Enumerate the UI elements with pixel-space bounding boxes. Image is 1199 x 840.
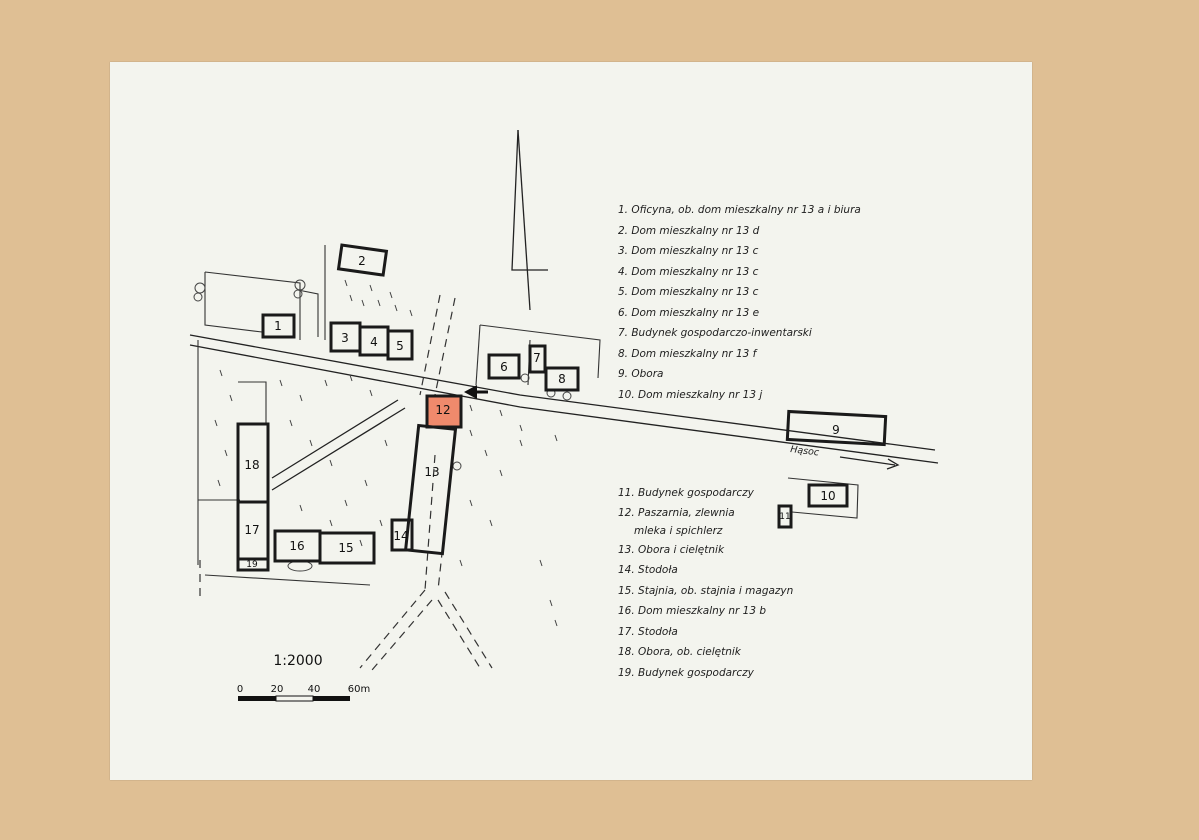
legend-item-17: 17. Stodoła [618, 625, 678, 638]
scale-tick-40: 40 [308, 684, 321, 695]
building-14-label: 14 [393, 529, 408, 543]
building-4-label: 4 [370, 335, 378, 349]
road-direction-arrow-icon [839, 456, 900, 470]
building-13-label: 13 [424, 465, 439, 479]
building-2 [336, 243, 389, 277]
entrance-arrow-icon [464, 385, 488, 399]
building-7 [528, 344, 547, 374]
building-19-label: 19 [246, 560, 258, 570]
building-16 [273, 529, 322, 563]
legend-item-7: 7. Budynek gospodarczo-inwentarski [618, 327, 812, 339]
legend-item-3: 3. Dom mieszkalny nr 13 c [618, 245, 759, 257]
building-6 [487, 353, 521, 380]
legend-item-13: 13. Obora i cielętnik [618, 543, 725, 556]
building-18 [236, 422, 270, 504]
building-11-label: 11 [779, 512, 790, 522]
scale-tick-20: 20 [271, 684, 284, 695]
legend-item-1: 1. Oficyna, ob. dom mieszkalny nr 13 a i… [618, 204, 861, 216]
building-12-label: 12 [435, 403, 450, 417]
building-5 [386, 329, 414, 361]
building-5-label: 5 [396, 339, 404, 353]
scale-segment-2 [275, 695, 314, 702]
building-15-label: 15 [338, 541, 353, 555]
legend-bottom: 11. Budynek gospodarczy 12. Paszarnia, z… [618, 483, 793, 683]
legend-item-2: 2. Dom mieszkalny nr 13 d [618, 224, 760, 237]
legend-item-16: 16. Dom mieszkalny nr 13 b [618, 605, 767, 617]
legend-item-15: 15. Stajnia, ob. stajnia i magazyn [618, 584, 794, 597]
building-14 [390, 518, 414, 552]
fences [197, 245, 859, 586]
legend-top: 1. Oficyna, ob. dom mieszkalny nr 13 a i… [618, 200, 861, 405]
building-numbers: 1 2 3 4 5 6 7 8 9 10 11 12 13 14 15 16 1… [244, 254, 839, 570]
scale-segment-3 [313, 696, 350, 701]
building-10 [807, 483, 849, 508]
scale-bar: 1:2000 0 20 40 60m [237, 653, 370, 702]
legend-item-12-line1: 12. Paszarnia, zlewnia [618, 506, 735, 519]
paper-sheet [110, 62, 1032, 780]
legend-item-19: 19. Budynek gospodarczy [618, 666, 754, 679]
main-road [189, 334, 939, 464]
scale-tick-0: 0 [237, 684, 243, 695]
legend-item-9: 9. Obora [618, 368, 664, 380]
building-1 [261, 313, 296, 339]
building-18-label: 18 [244, 458, 259, 472]
legend-item-18: 18. Obora, ob. cielętnik [618, 646, 741, 658]
building-16-label: 16 [289, 539, 304, 553]
building-17-label: 17 [244, 523, 259, 537]
legend-item-8: 8. Dom mieszkalny nr 13 f [618, 347, 757, 360]
building-8-label: 8 [558, 372, 566, 386]
building-9-label: 9 [832, 423, 840, 437]
scale-segment-1 [238, 696, 276, 701]
courtyard-path [271, 399, 406, 491]
building-3-label: 3 [341, 331, 349, 345]
building-11 [777, 504, 793, 529]
legend-item-14: 14. Stodoła [618, 564, 678, 576]
legend-item-5: 5. Dom mieszkalny nr 13 c [618, 286, 759, 298]
building-2-label: 2 [358, 254, 366, 268]
building-6-label: 6 [500, 360, 508, 374]
building-1-label: 1 [274, 319, 282, 333]
north-arrow-icon [511, 129, 548, 311]
legend-item-4: 4. Dom mieszkalny nr 13 c [618, 265, 759, 278]
building-19 [236, 557, 270, 572]
road-name-label: Hąsoc [790, 444, 821, 459]
building-7-label: 7 [533, 351, 541, 365]
legend-item-12-line2: mleka i spichlerz [634, 524, 723, 537]
legend-item-12: 12. Paszarnia, zlewnia mleka i spichlerz [618, 504, 793, 540]
tree-marks [214, 279, 558, 627]
scale-tick-60: 60m [348, 684, 370, 695]
building-10-label: 10 [820, 489, 835, 503]
scale-ratio-label: 1:2000 [273, 653, 322, 669]
legend-item-6: 6. Dom mieszkalny nr 13 e [618, 306, 760, 319]
legend-item-11: 11. Budynek gospodarczy [618, 487, 754, 499]
building-9 [785, 409, 888, 447]
legend-item-10: 10. Dom mieszkalny nr 13 j [618, 388, 763, 401]
building-13 [403, 423, 458, 556]
building-8 [544, 366, 580, 392]
